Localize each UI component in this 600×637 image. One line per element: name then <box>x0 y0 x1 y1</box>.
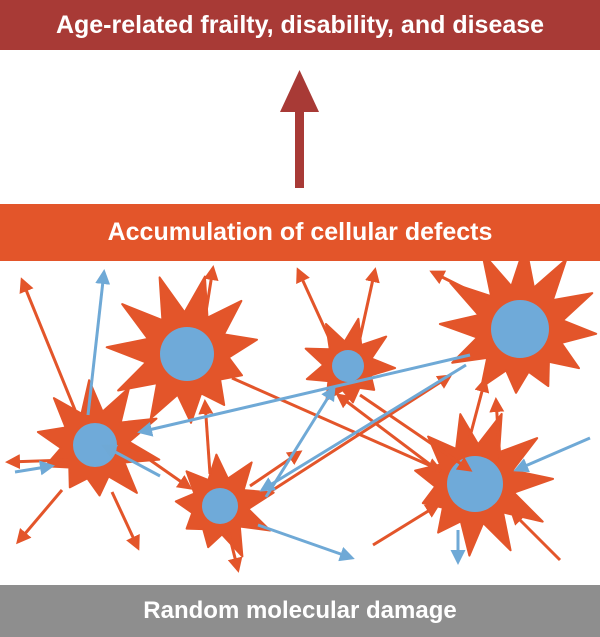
cellular-defect-arrow <box>429 270 489 302</box>
cell-small-bottom-center <box>174 453 275 558</box>
cellular-defect-arrow <box>149 458 193 490</box>
cellular-defect-arrow <box>358 267 380 339</box>
molecular-damage-arrow <box>137 353 471 437</box>
arrows <box>5 265 591 573</box>
cellular-defect-arrow <box>16 489 64 545</box>
cell-large-top-left <box>105 275 258 424</box>
molecular-damage-arrow <box>259 363 467 492</box>
molecular-damage-arrow <box>513 436 591 473</box>
cell-small-top-center <box>304 317 397 404</box>
molecular-damage-arrow <box>86 269 111 416</box>
cells <box>36 242 598 558</box>
cellular-defect-arrow <box>231 376 443 473</box>
cellular-defect-arrow <box>372 503 441 547</box>
cellular-defect-arrow <box>359 393 473 472</box>
big-up-arrow <box>280 70 319 188</box>
cell-nucleus <box>332 350 364 382</box>
cell-nucleus <box>447 456 503 512</box>
cellular-defect-arrow <box>489 397 505 461</box>
cell-left <box>36 379 161 497</box>
top-banner: Age-related frailty, disability, and dis… <box>0 0 600 50</box>
cellular-defect-arrow <box>509 509 562 562</box>
molecular-damage-arrow <box>264 385 336 498</box>
molecular-damage-arrow <box>257 523 355 562</box>
cellular-defect-arrow <box>335 393 441 474</box>
cell-nucleus <box>491 300 549 358</box>
cellular-defect-arrow <box>19 277 77 411</box>
cell-large-top-right <box>438 242 598 394</box>
cellular-defect-arrow <box>110 491 140 551</box>
cellular-defect-arrow <box>198 399 214 475</box>
middle-banner: Accumulation of cellular defects <box>0 204 600 261</box>
cellular-defect-arrow <box>466 377 490 445</box>
bottom-banner: Random molecular damage <box>0 585 600 637</box>
cellular-defect-arrow <box>5 454 69 470</box>
molecular-damage-arrow <box>14 460 55 476</box>
cellular-defect-arrow <box>226 529 243 573</box>
cell-right <box>414 412 554 557</box>
molecular-damage-arrow <box>101 444 161 478</box>
cellular-defect-arrow <box>203 265 219 319</box>
cellular-defect-arrow <box>296 267 332 341</box>
cell-nucleus <box>160 327 214 381</box>
cell-nucleus <box>73 423 117 467</box>
cellular-defect-arrow <box>264 374 453 497</box>
cell-nucleus <box>202 488 238 524</box>
